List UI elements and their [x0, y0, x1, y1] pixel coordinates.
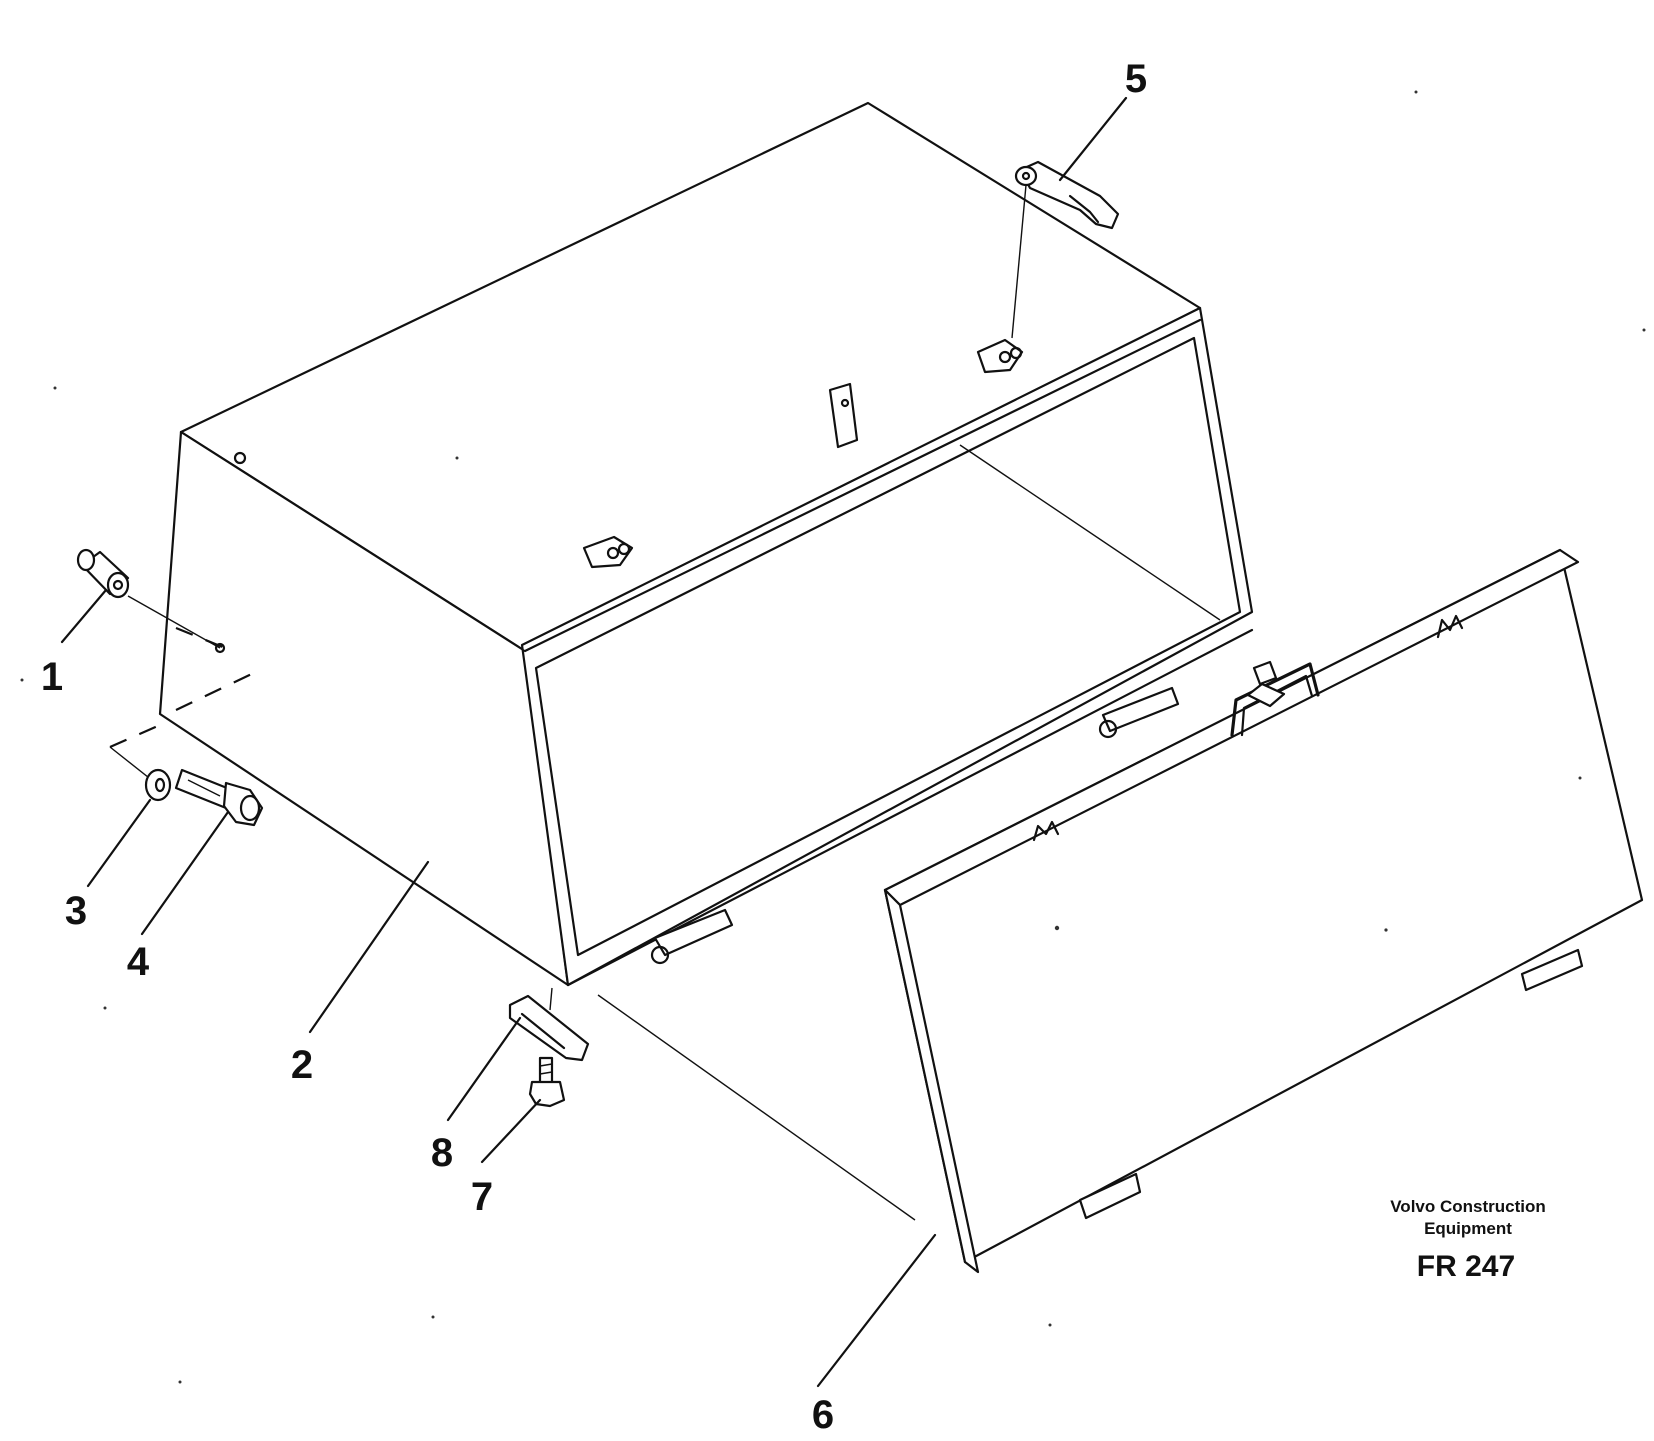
box-top-edge-line	[180, 431, 526, 652]
side-mount-slots-lower	[109, 723, 161, 749]
item-6-door-panel	[597, 548, 1644, 1274]
callout-1: 1	[41, 655, 63, 699]
box-top-lip	[523, 318, 1202, 653]
caption-figure-code: FR 247	[1417, 1250, 1515, 1283]
leader-8	[446, 1016, 522, 1122]
caption-company-line2: Equipment	[1424, 1219, 1512, 1238]
caption-company-line1: Volvo Construction	[1390, 1197, 1546, 1216]
front-hinge-tab-right	[1098, 686, 1180, 739]
drawing-caption: Volvo Construction Equipment FR 247	[1390, 1197, 1546, 1283]
callout-labels: 1 2 3 4 5 6 7 8	[41, 57, 1147, 1437]
item-1-spacer-sleeve	[76, 548, 231, 654]
door-hinge-tab-lower	[1078, 1172, 1142, 1220]
leader-lines	[60, 96, 1128, 1388]
top-left-latch-bracket	[582, 535, 634, 569]
box-inner-edge	[959, 444, 1221, 621]
front-hinge-tab-left	[650, 908, 734, 965]
leader-6	[816, 1233, 937, 1388]
callout-2: 2	[291, 1043, 313, 1087]
callout-6: 6	[812, 1393, 834, 1437]
callout-7: 7	[471, 1175, 493, 1219]
callout-4: 4	[127, 940, 150, 984]
leader-7	[480, 1098, 542, 1164]
leader-3	[86, 798, 152, 888]
callout-3: 3	[65, 889, 87, 933]
item-7-screw	[528, 1056, 566, 1108]
leader-2	[308, 860, 430, 1034]
door-alignment-line	[597, 994, 916, 1221]
bracket-hole	[840, 398, 850, 408]
door-handle	[1230, 660, 1320, 737]
leader-5	[1058, 96, 1128, 182]
door-notch-top	[1436, 614, 1464, 639]
item-4-bolt	[174, 768, 264, 827]
box-bottom-lip	[566, 628, 1254, 987]
side-mount-slots-upper	[175, 669, 261, 711]
door-notch-mid	[1032, 820, 1060, 842]
item-8-clamp-plate	[508, 987, 590, 1062]
box-top-hole	[233, 451, 247, 465]
item-5-latch	[1011, 160, 1120, 339]
door-left-edge	[883, 888, 980, 1274]
leader-1	[60, 588, 108, 644]
door-hinge-tab-right	[1520, 948, 1584, 992]
box-front-opening	[534, 336, 1242, 957]
callout-5: 5	[1125, 57, 1147, 101]
item-3-washer	[144, 768, 172, 802]
scan-dots	[20, 90, 1646, 1384]
top-right-latch-bracket	[976, 338, 1024, 374]
leader-4	[140, 810, 230, 936]
top-center-bracket	[828, 382, 859, 449]
callout-8: 8	[431, 1131, 453, 1175]
storage-box-body	[109, 101, 1254, 987]
